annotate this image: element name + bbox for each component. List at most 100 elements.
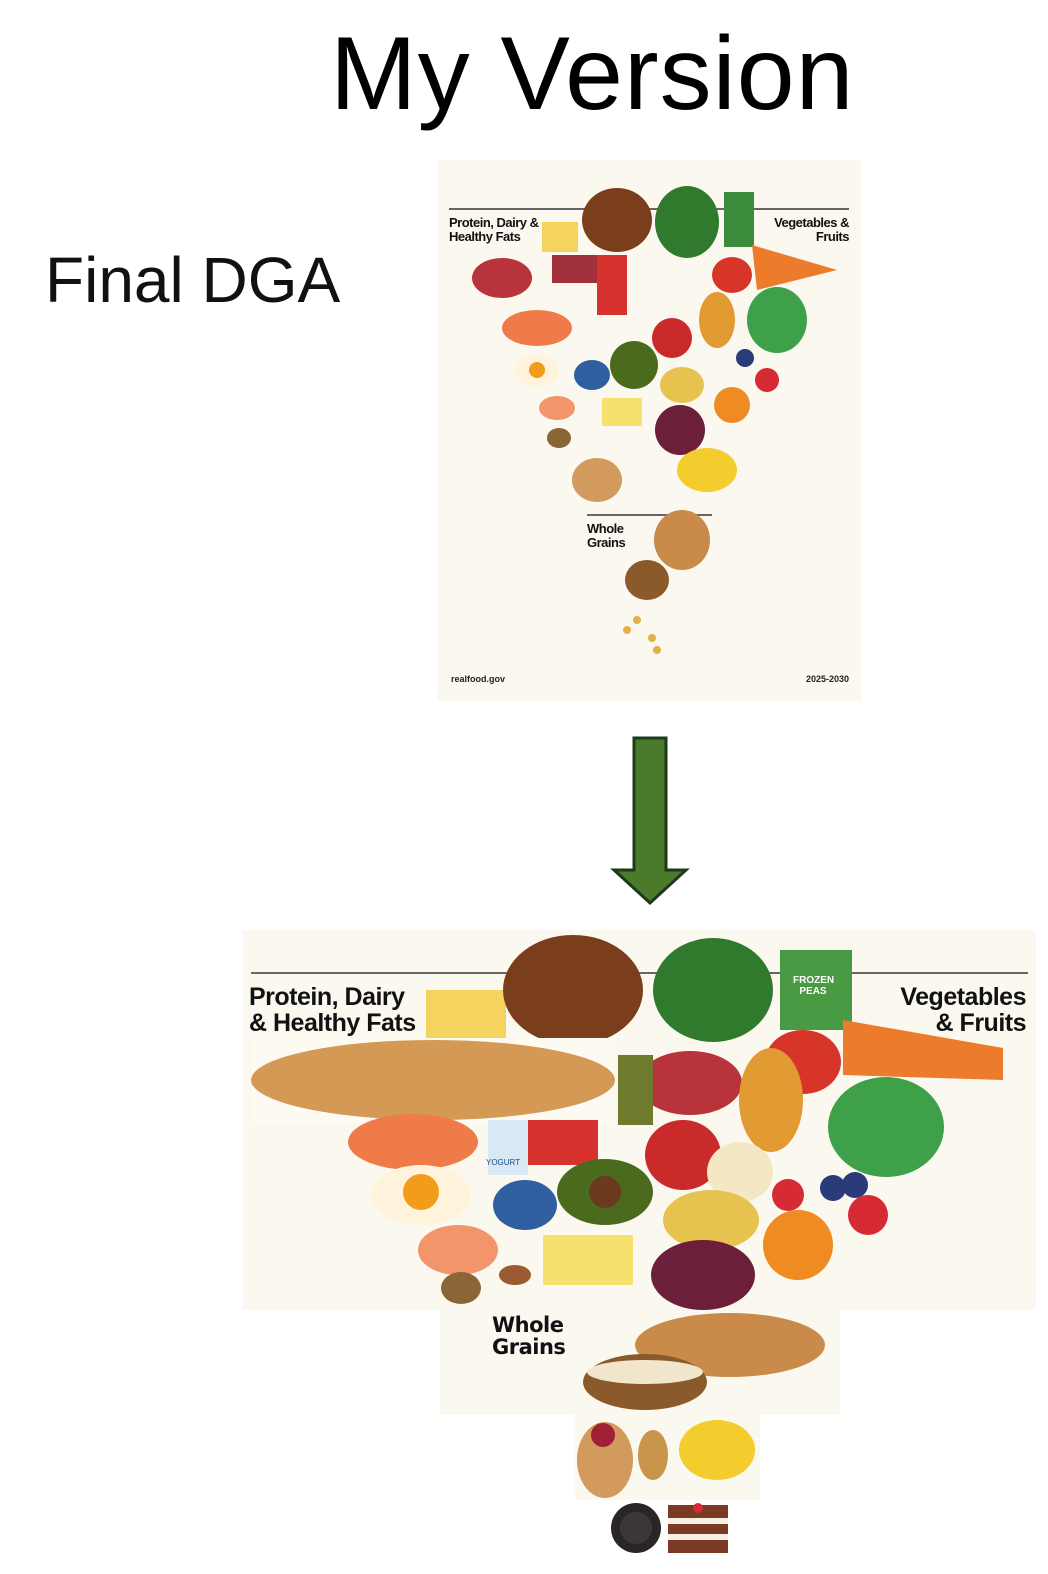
food-shape — [693, 1503, 703, 1513]
food-shape — [842, 1172, 868, 1198]
ground-meat — [552, 255, 597, 283]
my-version-image-grains: Whole Grains — [440, 1310, 840, 1415]
final-dga-image: Protein, Dairy & Healthy Fats Vegetables… — [437, 160, 861, 701]
my-version-image-tip — [575, 1415, 760, 1500]
broccoli — [655, 186, 719, 258]
nuts — [638, 1430, 668, 1480]
bananas — [677, 448, 737, 492]
potato — [660, 367, 704, 403]
food-shape — [587, 1360, 703, 1384]
apple-half — [707, 1142, 773, 1202]
shrimp — [539, 396, 575, 420]
peas-bag-label: FROZEN PEAS — [793, 975, 835, 997]
cheese — [426, 990, 506, 1042]
walnut — [547, 428, 571, 448]
squash — [739, 1048, 803, 1152]
tuna-can — [493, 1180, 557, 1230]
tuna-can — [574, 360, 610, 390]
food-shape — [668, 1534, 728, 1540]
butter — [602, 398, 642, 426]
label-whole-grains: Whole Grains — [492, 1313, 566, 1360]
label-protein-dairy-fats: Protein, Dairy & Healthy Fats — [249, 984, 416, 1037]
avocado — [610, 341, 658, 389]
chicken — [503, 935, 643, 1045]
blueberries — [736, 349, 754, 367]
apple — [652, 318, 692, 358]
food-shape — [610, 736, 690, 906]
carrots — [752, 245, 837, 290]
label-line: & Fruits — [935, 1009, 1027, 1038]
potato — [663, 1190, 759, 1250]
carrots — [843, 1020, 1003, 1080]
cheese — [542, 222, 578, 252]
milk-carton — [528, 1120, 598, 1165]
food-shape — [403, 1174, 439, 1210]
yogurt-bowl — [577, 1422, 633, 1498]
food-shape — [591, 1423, 615, 1447]
treats-illustration — [611, 1503, 728, 1553]
food-shape — [623, 626, 631, 634]
strawberry — [755, 368, 779, 392]
chicken — [582, 188, 652, 252]
divider-grains — [587, 514, 712, 516]
food-shape — [653, 646, 661, 654]
final-dga-label: Final DGA — [45, 244, 341, 316]
pear — [699, 292, 735, 348]
label-vegetables-fruits: Vegetables & Fruits — [774, 215, 849, 244]
label-line: Whole — [492, 1313, 564, 1337]
grapes — [651, 1240, 755, 1310]
food-shape — [589, 1176, 621, 1208]
my-version-image-treats — [608, 1500, 730, 1555]
milk — [597, 255, 627, 315]
lettuce — [828, 1077, 944, 1177]
yogurt-cup — [488, 1120, 528, 1175]
food-illustration-top — [472, 186, 837, 654]
label-line: Vegetables — [900, 983, 1026, 1011]
label-line: & Healthy Fats — [249, 1009, 416, 1038]
slide-title: My Version — [330, 16, 855, 132]
broccoli — [653, 938, 773, 1042]
label-whole-grains: Whole Grains — [587, 521, 626, 550]
peas-bag — [780, 950, 852, 1030]
bananas — [679, 1420, 755, 1480]
food-shape — [848, 1195, 888, 1235]
apple — [645, 1120, 721, 1190]
label-vegetables-fruits: Vegetables & Fruits — [900, 984, 1026, 1037]
food-illustration-bottom — [251, 935, 1003, 1310]
label-line: Protein, Dairy — [249, 983, 405, 1011]
label-protein-dairy-fats: Protein, Dairy & Healthy Fats — [449, 215, 539, 244]
grapes — [655, 405, 705, 455]
walnut — [441, 1272, 481, 1304]
oat-bowl — [625, 560, 669, 600]
label-line: Grains — [492, 1335, 566, 1360]
blueberries — [820, 1175, 846, 1201]
steak — [472, 258, 532, 298]
lettuce — [747, 287, 807, 353]
footer-years: 2025-2030 — [805, 674, 849, 684]
food-shape — [529, 362, 545, 378]
grains-illustration — [583, 1313, 825, 1410]
my-version-image-main: Protein, Dairy & Healthy Fats Vegetables… — [243, 930, 1036, 1310]
butter — [543, 1235, 633, 1285]
salmon — [348, 1114, 478, 1170]
shrimp — [418, 1225, 498, 1275]
food-shape — [648, 634, 656, 642]
food-shape — [620, 1512, 652, 1544]
food-shape — [668, 1518, 728, 1524]
tip-illustration — [577, 1420, 755, 1498]
bread — [654, 510, 710, 570]
strawberry — [772, 1179, 804, 1211]
salmon — [502, 310, 572, 346]
orange — [714, 387, 750, 423]
peas-bag — [724, 192, 754, 247]
orange — [763, 1210, 833, 1280]
olive-oil — [618, 1055, 653, 1125]
yogurt-label: YOGURT — [486, 1158, 521, 1167]
grains — [633, 616, 641, 624]
yogurt-bowl — [572, 458, 622, 502]
footer-website: realfood.gov — [451, 674, 506, 684]
almond — [499, 1265, 531, 1285]
tomato — [712, 257, 752, 293]
steak — [638, 1051, 742, 1115]
baguette — [251, 1040, 615, 1120]
